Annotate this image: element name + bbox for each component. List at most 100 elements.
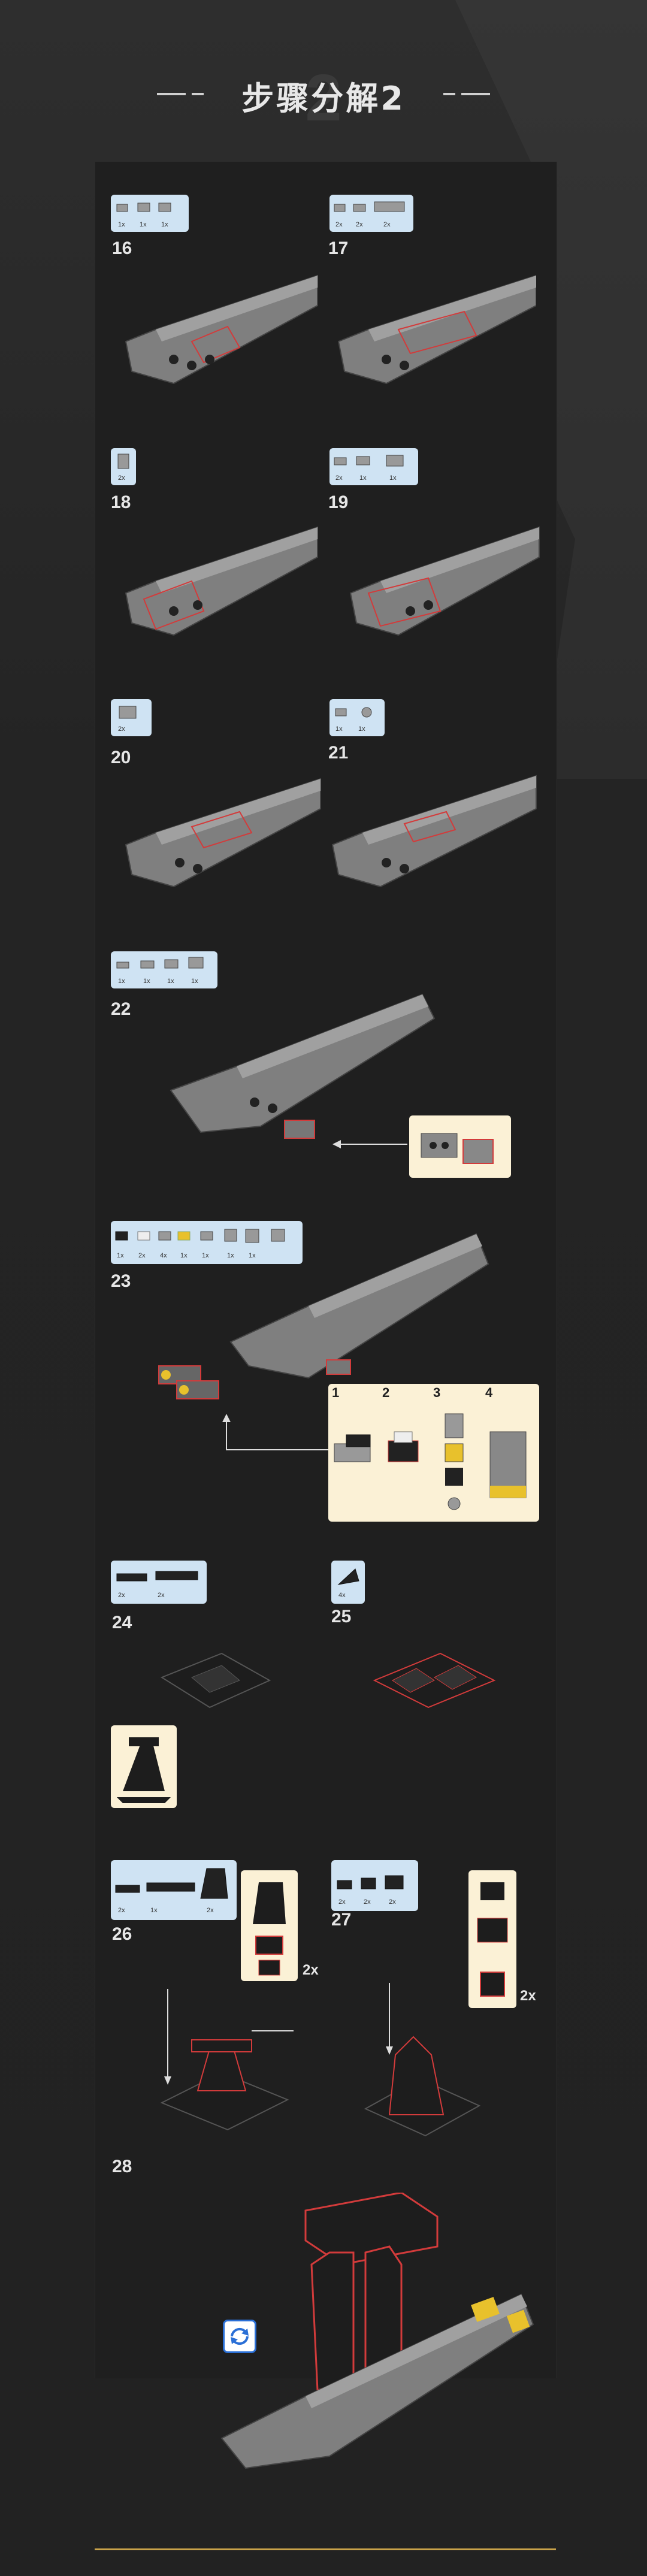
part-count: 1x: [191, 978, 198, 985]
stand-preview: [111, 1725, 177, 1808]
rotate-model-icon: [223, 2320, 256, 2353]
rotate-icon: [231, 2327, 249, 2345]
part-count: 1x: [180, 1252, 188, 1259]
substep-label: 3: [433, 1385, 441, 1400]
step-number-28: 28: [112, 2157, 132, 2176]
parts-callout-19: 2x 1x 1x: [329, 448, 418, 485]
parts-callout-26: 2x 1x 2x: [111, 1860, 237, 1920]
part-count: 2x: [118, 725, 125, 733]
part-count: 1x: [140, 221, 147, 228]
step-18-model: [125, 526, 318, 636]
substep-diagrams: [334, 1413, 527, 1510]
step-number-20: 20: [111, 748, 131, 767]
step-25-model: [373, 1652, 496, 1709]
step-number-25: 25: [331, 1607, 352, 1626]
step-26-inset: [241, 1870, 298, 1981]
step-22-inset: [409, 1115, 511, 1178]
step-number-16: 16: [112, 238, 132, 258]
part-count: 2x: [158, 1592, 165, 1599]
part-count: 2x: [364, 1898, 371, 1906]
parts-icons: [335, 707, 372, 718]
part-count: 4x: [160, 1252, 167, 1259]
callout-arrow: [332, 1140, 407, 1148]
substep-label: 4: [485, 1385, 493, 1400]
step-24-model: [160, 1652, 271, 1709]
step-23-model: [158, 1233, 489, 1399]
parts-icons: [116, 1571, 198, 1582]
part-count: 2x: [335, 221, 343, 228]
multiplier-27: 2x: [520, 1988, 536, 2004]
part-count: 4x: [338, 1592, 346, 1599]
parts-callout-23: 1x 2x 4x 1x 1x 1x 1x: [111, 1221, 303, 1264]
step-number-17: 17: [328, 238, 349, 258]
title-dash-left: [157, 93, 186, 95]
step-17-model: [337, 274, 536, 385]
inset-detail: [421, 1133, 494, 1164]
step-number-19: 19: [328, 492, 349, 512]
step-number-27: 27: [331, 1910, 352, 1930]
part-count: 2x: [118, 474, 125, 482]
parts-callout-25: 4x: [331, 1561, 365, 1604]
footer-accent-line: [95, 2548, 556, 2550]
part-count: 1x: [358, 725, 365, 733]
part-count: 2x: [207, 1907, 214, 1914]
part-count: 2x: [335, 474, 343, 482]
substep-label: 1: [332, 1385, 340, 1400]
parts-icons: [115, 1229, 285, 1243]
step-number-22: 22: [111, 999, 131, 1019]
part-count: 1x: [359, 474, 367, 482]
step-28-final-model: [220, 2193, 534, 2469]
step-number-23: 23: [111, 1271, 131, 1291]
parts-icons: [337, 1568, 359, 1585]
part-count: 1x: [161, 221, 168, 228]
part-count: 1x: [167, 978, 174, 985]
step-number-18: 18: [111, 492, 131, 512]
title-dash-right-inner: [443, 93, 455, 95]
parts-callout-18: 2x: [111, 448, 136, 485]
title-dash-left-inner: [192, 93, 204, 95]
part-count: 2x: [138, 1252, 146, 1259]
inset-detail: [253, 1882, 286, 1976]
parts-icons: [116, 202, 171, 212]
parts-icons: [117, 453, 129, 469]
part-count: 1x: [143, 978, 150, 985]
parts-icons: [116, 957, 204, 969]
parts-callout-21: 1x 1x: [329, 699, 385, 736]
parts-icons: [115, 1868, 228, 1899]
step-21-model: [331, 775, 537, 888]
step-number-26: 26: [112, 1924, 132, 1944]
parts-icons: [337, 1875, 404, 1889]
instruction-panel: [95, 162, 557, 2378]
part-count: 2x: [118, 1907, 125, 1914]
part-count: 2x: [338, 1898, 346, 1906]
multiplier-26: 2x: [303, 1962, 319, 1978]
step-16-model: [125, 274, 318, 385]
inset-detail: [477, 1882, 508, 1997]
part-count: 2x: [118, 1592, 125, 1599]
title-watermark-number: 2: [305, 61, 342, 135]
part-count: 1x: [118, 978, 125, 985]
header: 2 步骤分解2: [0, 61, 647, 135]
part-count: 2x: [389, 1898, 396, 1906]
step-number-21: 21: [328, 743, 349, 763]
parts-callout-24: 2x 2x: [111, 1561, 207, 1604]
part-count: 1x: [150, 1907, 158, 1914]
part-count: 1x: [335, 725, 343, 733]
part-count: 1x: [117, 1252, 124, 1259]
part-count: 1x: [227, 1252, 234, 1259]
parts-callout-27: 2x 2x 2x: [331, 1860, 418, 1911]
step-22-model: [170, 993, 436, 1139]
parts-callout-20: 2x: [111, 699, 152, 736]
parts-callout-16: 1x 1x 1x: [111, 195, 189, 232]
parts-icons: [334, 201, 405, 212]
step-27-model: [364, 1983, 481, 2137]
page-title: 步骤分解2: [241, 80, 406, 117]
callout-arrow: [222, 1414, 328, 1450]
part-count: 2x: [383, 221, 391, 228]
stand-preview-image: [117, 1737, 171, 1803]
step-number-24: 24: [112, 1613, 132, 1632]
part-count: 1x: [249, 1252, 256, 1259]
step-23-inset: 1 2 3 4: [328, 1384, 539, 1522]
step-20-model: [125, 778, 321, 888]
step-26-model: [160, 1989, 294, 2131]
